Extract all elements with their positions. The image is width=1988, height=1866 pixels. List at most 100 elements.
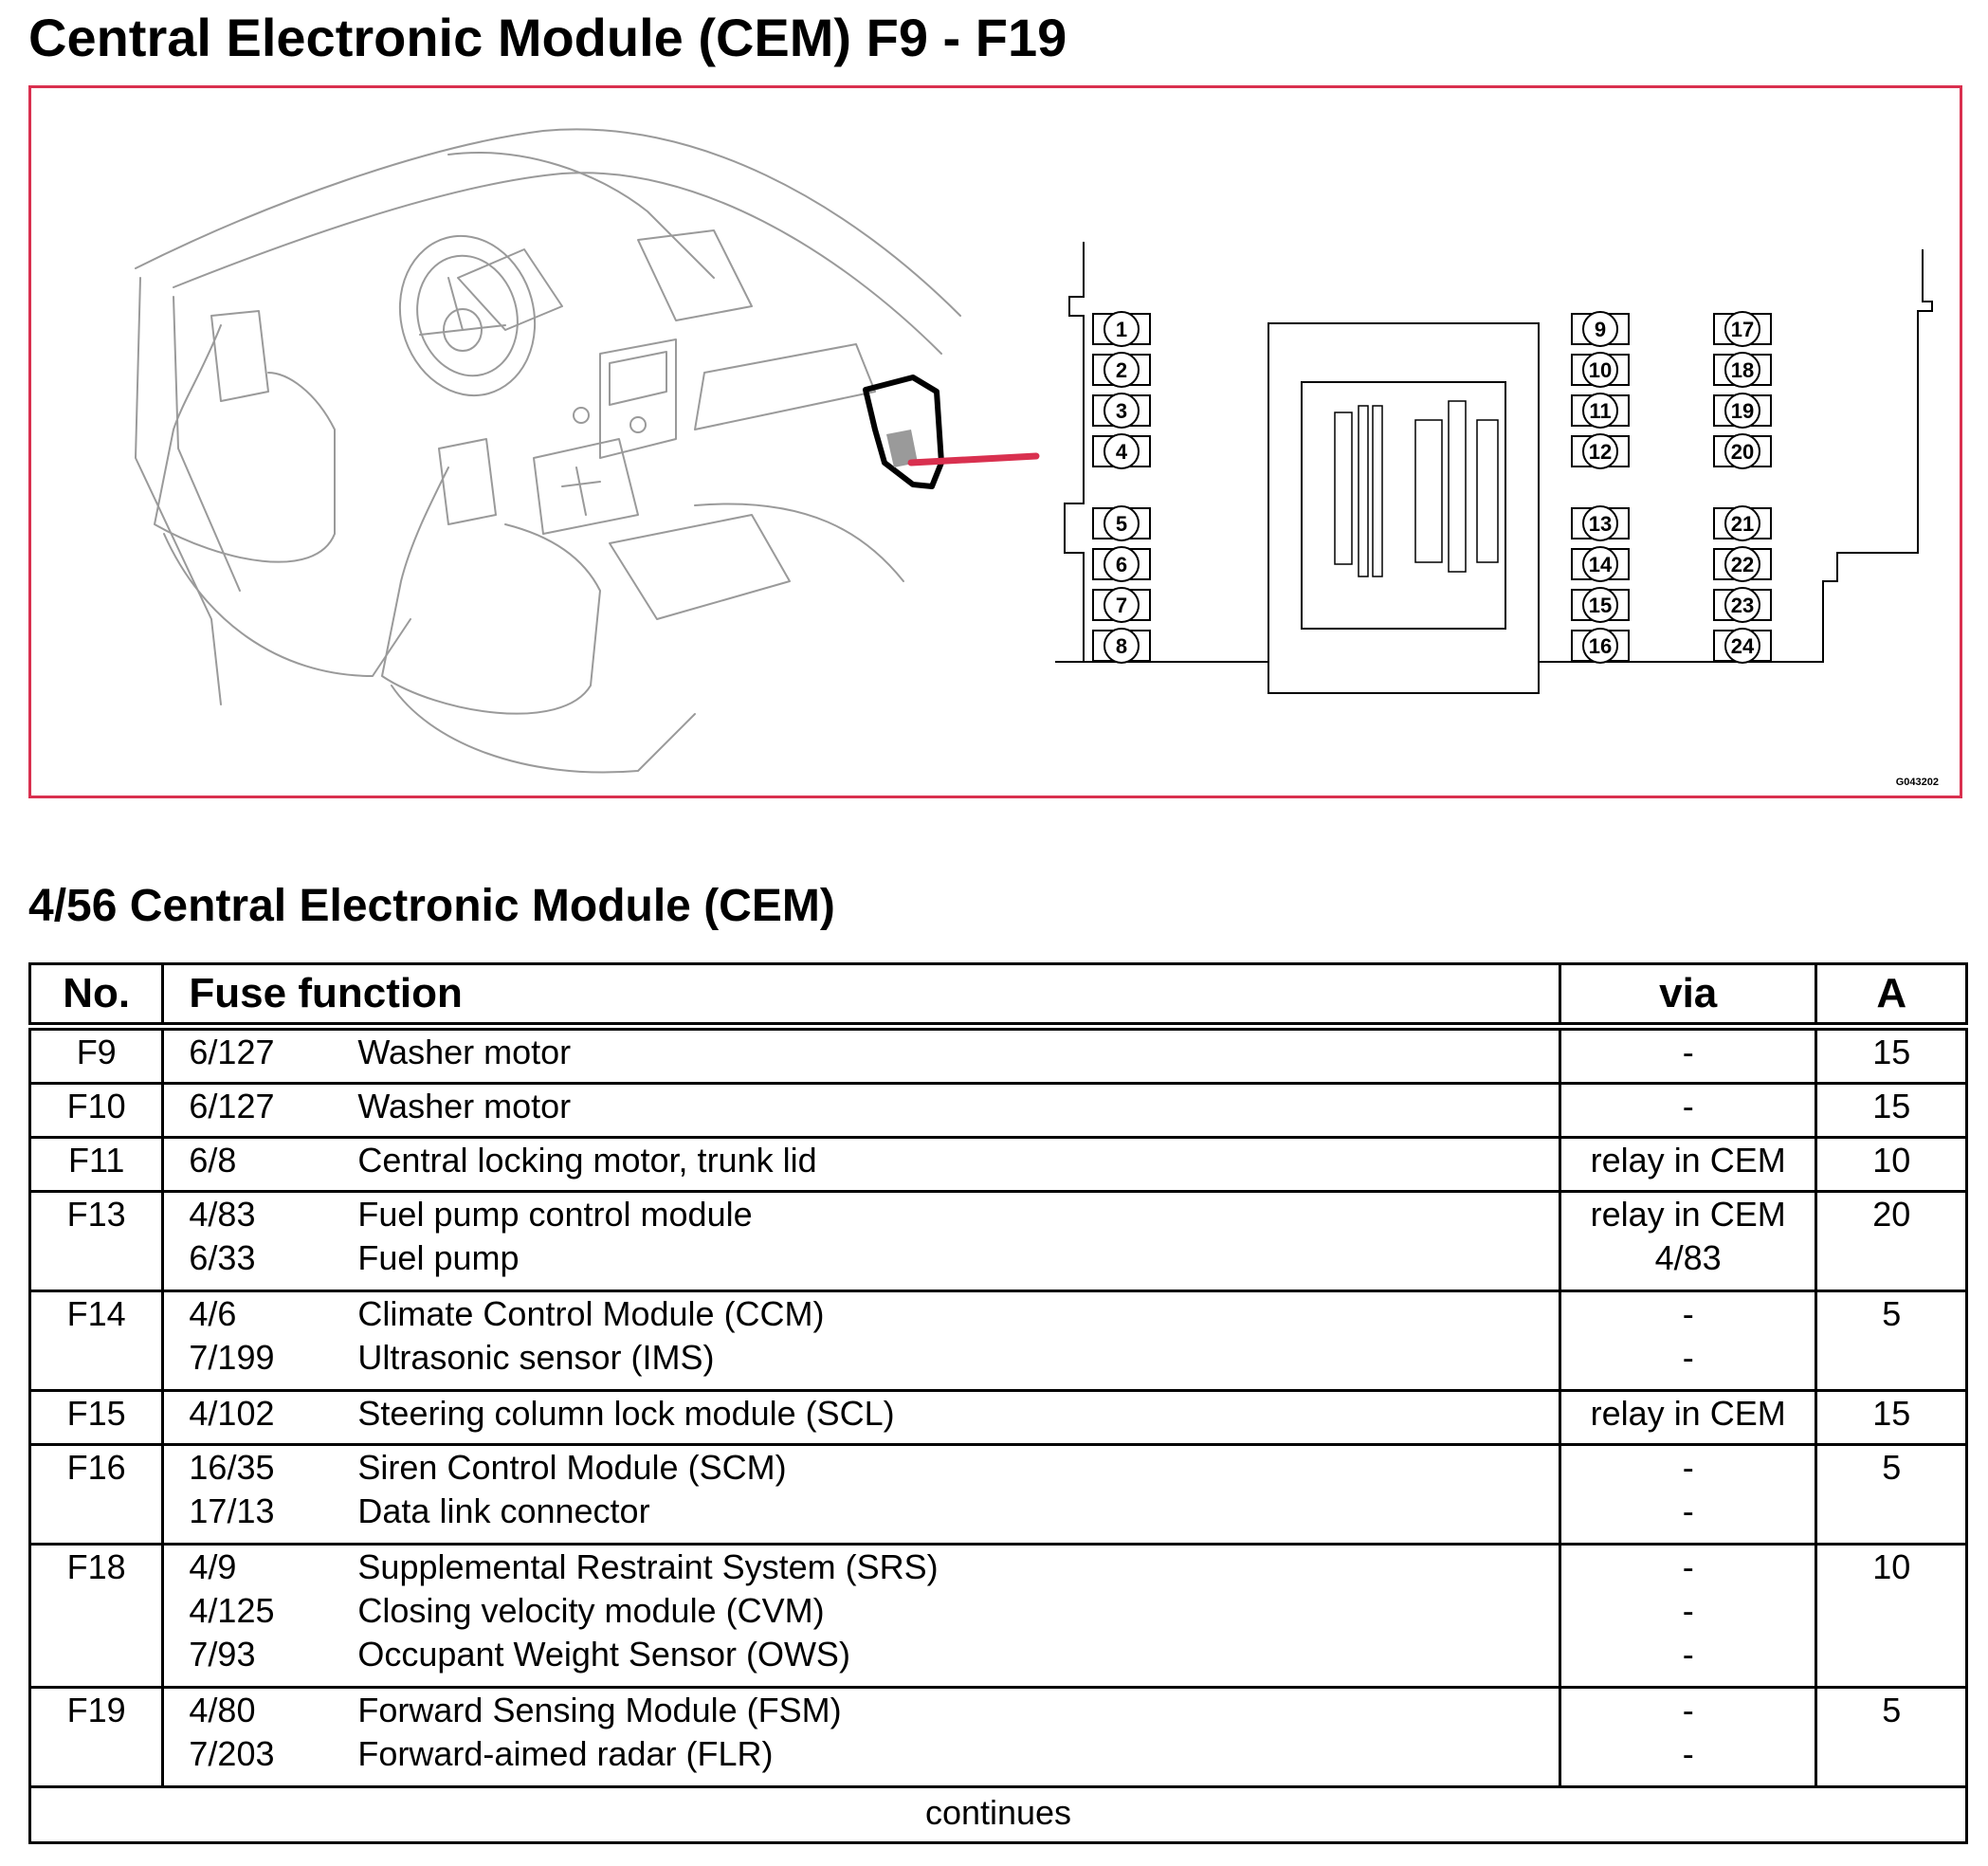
- component-description: Fuel pump control module: [357, 1195, 753, 1234]
- fuse-marker: [1582, 352, 1618, 388]
- cem-connector: [1334, 400, 1499, 577]
- component-description: Forward Sensing Module (FSM): [357, 1691, 842, 1729]
- fuse-label: 8: [1116, 634, 1127, 658]
- component-description: Forward-aimed radar (FLR): [357, 1734, 774, 1773]
- table-footer-row: continues: [28, 1786, 1968, 1844]
- via-value: -: [1682, 1635, 1694, 1674]
- via-value: -: [1682, 1691, 1694, 1729]
- amps-value: 15: [1872, 1087, 1911, 1125]
- fuse-number-cell: F15: [27, 1390, 165, 1445]
- via-value: -: [1682, 1734, 1694, 1773]
- via-value: -: [1682, 1294, 1694, 1333]
- component-description: Washer motor: [357, 1087, 572, 1125]
- function-line: 7/203 Forward-aimed radar (FLR): [164, 1732, 1558, 1776]
- fuse-marker: [1582, 587, 1618, 623]
- cem-location-outline: [863, 375, 944, 489]
- component-code: 6/127: [189, 1087, 275, 1125]
- fuse-marker: [1103, 587, 1140, 623]
- fuse-label: 4: [1116, 440, 1128, 464]
- amps-cell: 5: [1815, 1687, 1968, 1787]
- fuse-number: F14: [66, 1294, 126, 1333]
- amps-cell: 10: [1815, 1544, 1968, 1688]
- fuse-label: 11: [1589, 399, 1611, 423]
- component-description: Steering column lock module (SCL): [357, 1394, 895, 1433]
- component-code: 4/6: [189, 1294, 237, 1333]
- fuse-box-outline: [1055, 242, 1933, 694]
- fuse-marker: [1724, 505, 1760, 541]
- amps-value: 20: [1872, 1195, 1911, 1234]
- header-amps: A: [1815, 962, 1968, 1027]
- fuse-label: 5: [1116, 512, 1127, 536]
- function-line: 6/127 Washer motor: [164, 1085, 1558, 1136]
- fuse-number: F13: [66, 1195, 126, 1234]
- component-description: Occupant Weight Sensor (OWS): [357, 1635, 850, 1674]
- fuse-number: F10: [66, 1087, 126, 1125]
- fuse-marker: [1724, 352, 1760, 388]
- component-description: Data link connector: [357, 1491, 650, 1530]
- fuse-marker: [1103, 393, 1140, 429]
- component-code: 16/35: [189, 1448, 275, 1487]
- fuse-number-cell: F11: [27, 1137, 165, 1192]
- fuse-label: 23: [1731, 594, 1754, 617]
- via-cell: -: [1558, 1083, 1818, 1138]
- fuse-number: F19: [66, 1691, 126, 1729]
- amps-value: 5: [1882, 1294, 1902, 1333]
- continues-note: continues: [28, 1786, 1968, 1844]
- pointer-line: [907, 452, 1040, 466]
- table-row: F10 6/127 Washer motor - 15: [27, 1083, 1968, 1138]
- fuse-label: 10: [1589, 358, 1612, 382]
- amps-value: 5: [1882, 1691, 1902, 1729]
- component-code: 7/203: [189, 1734, 275, 1773]
- fuse-marker: [1582, 505, 1618, 541]
- fuse-label: 2: [1116, 358, 1127, 382]
- fuse-number: F9: [76, 1033, 117, 1071]
- fuse-number-cell: F19: [27, 1687, 165, 1787]
- amps-value: 5: [1882, 1448, 1902, 1487]
- fuse-number-cell: F18: [27, 1544, 165, 1688]
- fuse-marker: [1582, 546, 1618, 582]
- page-title: Central Electronic Module (CEM) F9 - F19: [28, 8, 1067, 67]
- car-interior-sketch: [135, 128, 961, 774]
- via-cell: relay in CEM: [1558, 1390, 1818, 1445]
- via-value: -: [1682, 1591, 1694, 1630]
- fuse-marker: [1582, 433, 1618, 469]
- component-description: Fuel pump: [357, 1238, 520, 1277]
- via-value: relay in CEM: [1590, 1394, 1786, 1433]
- fuse-label: 7: [1116, 594, 1127, 617]
- fuse-number-cell: F13: [27, 1191, 165, 1291]
- fuse-label: 22: [1731, 553, 1754, 576]
- cem-location-shade: [886, 430, 918, 467]
- fuse-marker: [1103, 505, 1140, 541]
- fuse-label: 20: [1731, 440, 1754, 464]
- fuse-marker: [1582, 628, 1618, 664]
- fuse-number: F11: [68, 1141, 125, 1180]
- via-value: -: [1682, 1033, 1694, 1071]
- fuse-function-cell: 6/127 Washer motor: [161, 1083, 1561, 1138]
- fuse-label: 24: [1731, 634, 1755, 658]
- fuse-number-cell: F16: [27, 1444, 165, 1545]
